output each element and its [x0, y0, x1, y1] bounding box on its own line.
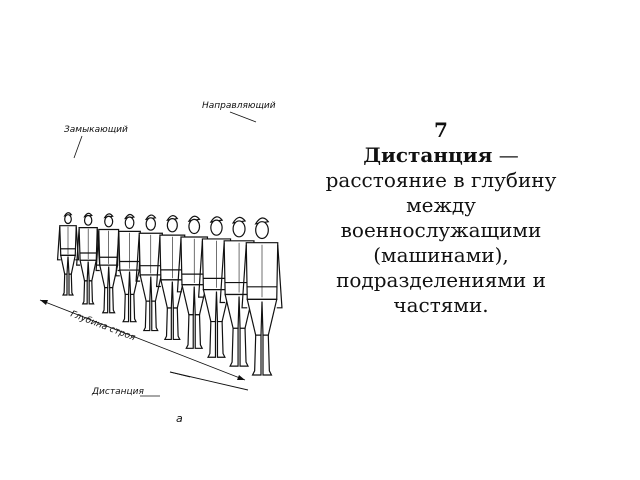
soldier-figure [56, 212, 80, 296]
soldier-figure [241, 217, 283, 376]
soldier-figure [95, 213, 122, 314]
label-leader: Направляющий [202, 101, 276, 111]
soldier-figure [115, 213, 144, 323]
closer-pointer [73, 135, 83, 159]
label-letter: а [176, 412, 183, 425]
term-dash: — [492, 143, 519, 167]
definition-text-block: 7 Дистанция — расстояние в глубину между… [312, 118, 570, 318]
slide-number: 7 [434, 118, 448, 142]
leader-pointer [229, 111, 257, 123]
label-closer: Замыкающий [64, 125, 128, 135]
soldier-figure [76, 212, 101, 305]
definition-text: расстояние в глубину между военнослужащи… [325, 168, 557, 317]
term-heading: Дистанция [363, 143, 493, 167]
depth-arrow-start [40, 300, 48, 305]
soldiers-group [56, 212, 283, 376]
depth-arrow-end [237, 375, 245, 380]
label-distance: Дистанция [91, 387, 144, 397]
depth-line [39, 299, 246, 381]
column-formation-illustration: Направляющий Замыкающий Глубина строя Ди… [39, 101, 283, 425]
